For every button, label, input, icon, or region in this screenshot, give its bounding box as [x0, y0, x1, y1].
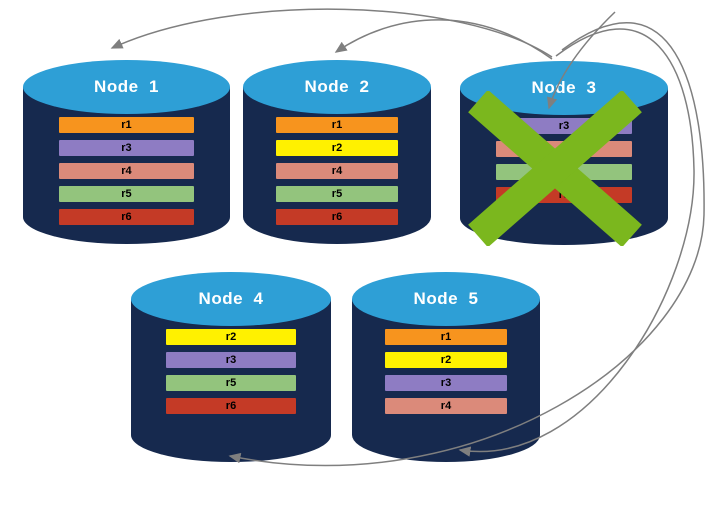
db-node-1: Node 1 r1 r3 r4 r5 r6: [23, 60, 230, 244]
replica-bar-r5: r5: [496, 164, 632, 180]
db-node-2: Node 2 r1 r2 r4 r5 r6: [243, 60, 431, 244]
replica-bar-r6: r6: [275, 209, 399, 225]
node-label: Node 4: [198, 289, 264, 308]
db-cylinder-top: Node 2: [243, 60, 431, 114]
replica-bar-r5: r5: [59, 186, 194, 202]
replica-rows: r3 r4 r5 r6: [460, 118, 668, 203]
replica-bar-r3: r3: [496, 118, 632, 134]
replica-bar-r4: r4: [275, 163, 399, 179]
db-cylinder-top: Node 4: [131, 272, 331, 326]
db-cylinder-top: Node 5: [352, 272, 540, 326]
replica-rows: r1 r2 r3 r4: [352, 329, 540, 414]
replica-bar-r5: r5: [275, 186, 399, 202]
arrow-node3-to-node1: [110, 8, 553, 58]
db-cylinder-top: Node 3: [460, 61, 668, 115]
db-cylinder-top: Node 1: [23, 60, 230, 114]
replica-bar-r6: r6: [496, 187, 632, 203]
db-node-5: Node 5 r1 r2 r3 r4: [352, 272, 540, 462]
node-label: Node 5: [413, 289, 479, 308]
replica-bar-r2: r2: [275, 140, 399, 156]
replica-bar-r4: r4: [496, 141, 632, 157]
replica-bar-r3: r3: [384, 375, 508, 391]
replica-bar-r6: r6: [166, 398, 296, 414]
replica-bar-r6: r6: [59, 209, 194, 225]
node-label: Node 2: [304, 77, 370, 96]
replica-bar-r3: r3: [166, 352, 296, 368]
replica-bar-r1: r1: [384, 329, 508, 345]
replica-rows: r1 r3 r4 r5 r6: [23, 117, 230, 225]
replica-bar-r4: r4: [59, 163, 194, 179]
replica-bar-r1: r1: [59, 117, 194, 133]
arrow-node3-to-node2: [334, 19, 553, 60]
replica-bar-r5: r5: [166, 375, 296, 391]
replica-bar-r2: r2: [384, 352, 508, 368]
replica-rows: r2 r3 r5 r6: [131, 329, 331, 414]
node-label: Node 1: [94, 77, 159, 96]
replica-rows: r1 r2 r4 r5 r6: [243, 117, 431, 225]
db-node-4: Node 4 r2 r3 r5 r6: [131, 272, 331, 462]
db-node-3: Node 3 r3 r4 r5 r6: [460, 61, 668, 246]
replica-bar-r2: r2: [166, 329, 296, 345]
replica-bar-r4: r4: [384, 398, 508, 414]
node-label: Node 3: [531, 78, 597, 97]
replica-bar-r3: r3: [59, 140, 194, 156]
replica-bar-r1: r1: [275, 117, 399, 133]
